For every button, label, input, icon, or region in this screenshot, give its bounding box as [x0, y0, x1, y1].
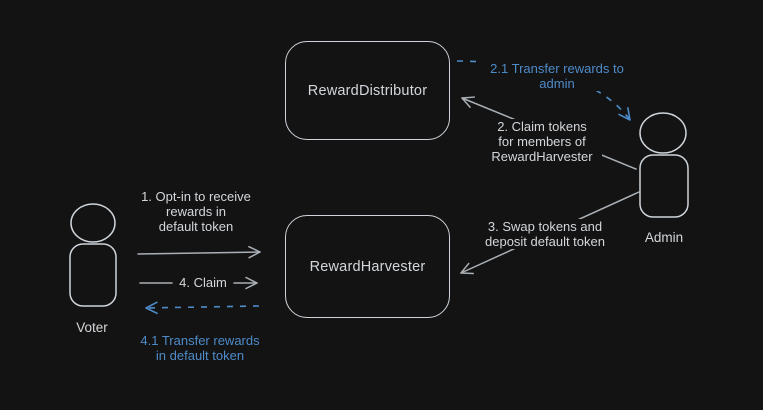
- voter-head: [70, 203, 116, 243]
- arrow-step4-1-dashed: [145, 301, 260, 315]
- label-step1: 1. Opt-in to receive rewards in default …: [126, 189, 266, 234]
- admin-label: Admin: [634, 230, 694, 245]
- label-step2-1: 2.1 Transfer rewards to admin: [482, 61, 632, 91]
- node-reward-distributor: RewardDistributor: [285, 41, 450, 140]
- arrow-step1: [137, 245, 261, 259]
- actor-voter-figure: [69, 203, 117, 307]
- label-step4: 4. Claim: [174, 275, 232, 290]
- node-reward-harvester: RewardHarvester: [285, 215, 450, 318]
- label-step3: 3. Swap tokens and deposit default token: [477, 219, 613, 249]
- label-step2: 2. Claim tokens for members of RewardHar…: [482, 119, 602, 164]
- reward-harvester-label: RewardHarvester: [309, 258, 426, 275]
- actor-admin-figure: [639, 112, 689, 218]
- voter-body: [69, 243, 117, 307]
- voter-label: Voter: [62, 320, 122, 335]
- label-step4-1: 4.1 Transfer rewards in default token: [130, 333, 270, 363]
- admin-head: [639, 112, 687, 154]
- admin-body: [639, 154, 689, 218]
- reward-distributor-label: RewardDistributor: [307, 82, 428, 99]
